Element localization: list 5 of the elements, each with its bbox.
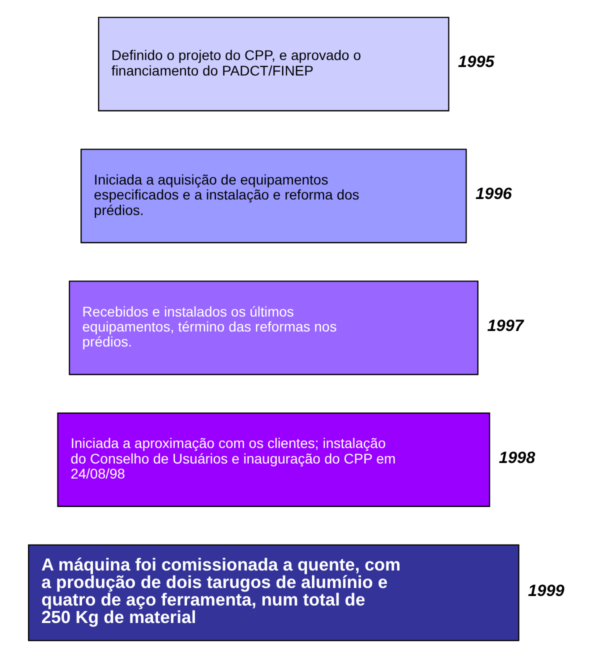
node-label: 1999 [528, 582, 564, 600]
node-label: 1998 [498, 448, 536, 467]
node-label: 1996 [476, 185, 512, 204]
node-label: 1997 [487, 316, 524, 335]
node-label: 1995 [458, 53, 494, 72]
